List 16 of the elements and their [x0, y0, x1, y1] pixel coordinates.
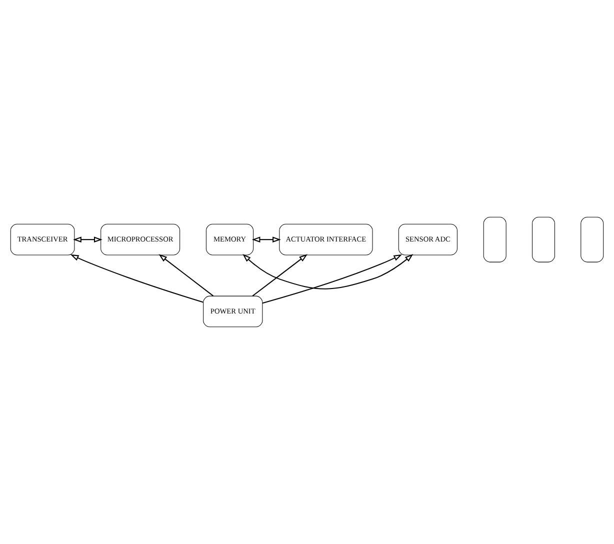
arrow	[252, 254, 308, 296]
node-box	[483, 216, 506, 262]
node-box	[580, 216, 604, 262]
node-box: MEMORY	[206, 224, 254, 256]
node-box: SENSOR ADC	[398, 224, 458, 256]
node-box: ACTUATOR INTERFACE	[279, 224, 373, 256]
arrow	[252, 236, 281, 243]
node-box: MICROPROCESSOR	[100, 224, 180, 256]
arrow	[262, 254, 402, 304]
arrow	[158, 254, 214, 296]
node-box: POWER UNIT	[203, 296, 263, 328]
node-box	[532, 216, 555, 262]
arrow	[242, 254, 414, 290]
arrow	[73, 236, 102, 243]
node-box: TRANSCEIVER	[10, 224, 75, 256]
arrow	[70, 254, 204, 303]
